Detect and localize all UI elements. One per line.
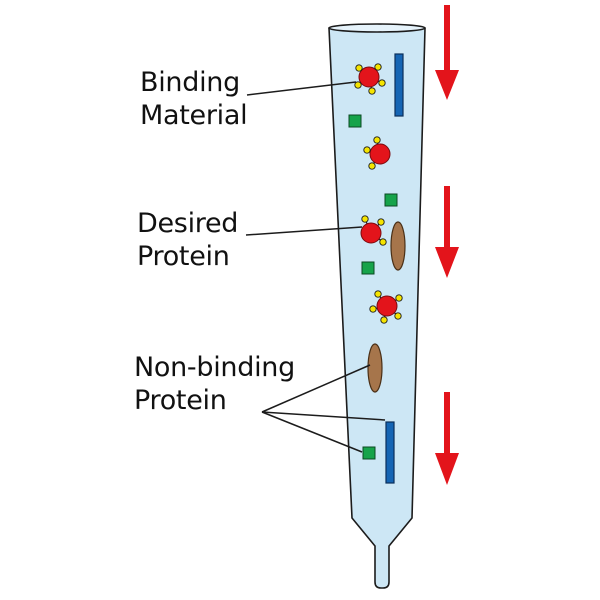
- flow-arrow-top: [435, 5, 459, 100]
- desired-protein-leader-line: [245, 226, 363, 236]
- brown-oval-icon: [390, 221, 406, 271]
- desired-protein-icon: [369, 290, 403, 324]
- green-square-icon: [384, 193, 398, 207]
- flow-arrow-middle: [435, 186, 459, 278]
- desired-protein-icon: [363, 136, 391, 170]
- binding-material-leader-line: [246, 81, 357, 96]
- nonbinding-leader-line-square: [261, 411, 363, 453]
- nonbinding-leader-line-oval: [261, 364, 371, 413]
- green-square-icon: [362, 446, 376, 460]
- desired-protein-label-line-2: Protein: [137, 240, 230, 272]
- nonbinding-leader-line-rod: [261, 411, 386, 421]
- binding-material-label-line-2: Material: [140, 99, 248, 131]
- green-square-icon: [361, 261, 375, 275]
- nonbinding-protein-label-line-2: Protein: [134, 384, 227, 416]
- nonbinding-protein-label: Non-binding Protein: [134, 352, 295, 418]
- desired-protein-icon: [360, 215, 387, 246]
- binding-material-label-line-1: Binding: [140, 67, 240, 98]
- green-square-icon: [348, 114, 362, 128]
- flow-arrow-bottom: [435, 392, 459, 485]
- desired-protein-label: Desired Protein: [137, 208, 238, 274]
- binding-material-label: Binding Material: [140, 67, 248, 133]
- brown-oval-icon: [367, 343, 383, 393]
- column-top-rim: [328, 23, 426, 33]
- desired-protein-icon: [354, 63, 386, 95]
- desired-protein-label-line-1: Desired: [137, 208, 239, 239]
- nonbinding-protein-label-line-1: Non-binding: [134, 352, 295, 383]
- blue-rod-icon: [394, 53, 404, 117]
- blue-rod-icon: [385, 421, 395, 484]
